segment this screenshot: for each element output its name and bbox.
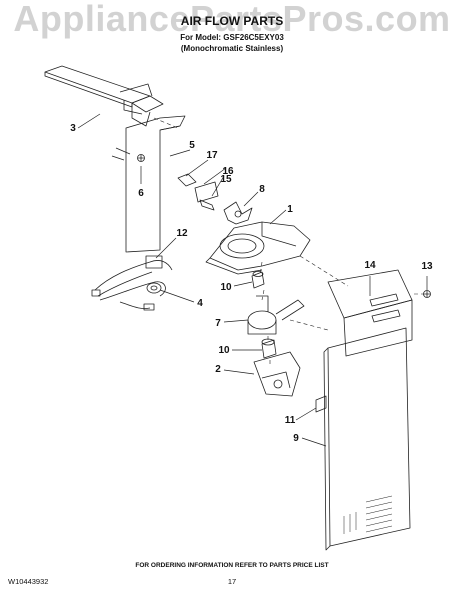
callout-3: 3 (70, 123, 76, 134)
callout-2: 2 (215, 364, 221, 375)
part-motor-mount (253, 351, 301, 397)
variant-line: (Monochromatic Stainless) (180, 44, 284, 53)
callout-4: 4 (197, 298, 203, 309)
callout-5: 5 (189, 140, 195, 151)
callout-14: 14 (364, 260, 376, 271)
callout-12: 12 (176, 228, 188, 239)
callout-17: 17 (206, 150, 218, 161)
part-fan-housing (205, 221, 311, 275)
callout-16: 16 (222, 166, 234, 177)
callout-1: 1 (287, 204, 293, 215)
part-evaporator-cover (111, 115, 186, 253)
alignment-lines (153, 117, 424, 366)
part-fan-blade (223, 201, 253, 225)
part-damper-assembly (177, 173, 219, 211)
callout-8: 8 (259, 184, 265, 195)
callout-7: 7 (215, 318, 221, 329)
callout-10: 10 (218, 345, 230, 356)
callout-11: 11 (285, 415, 296, 426)
watermark-text: AppliancePartsPros.com (13, 0, 451, 39)
part-screw-6 (137, 154, 145, 162)
model-line: For Model: GSF26C5EXY03 (180, 33, 284, 42)
callout-9: 9 (293, 433, 299, 444)
document-number: W10443932 (8, 577, 49, 586)
part-screw-13 (423, 290, 431, 298)
callout-10: 10 (220, 282, 232, 293)
part-wire-harness (91, 255, 173, 311)
part-grommet (146, 282, 162, 294)
leader-lines (77, 113, 428, 447)
part-bushing-upper (251, 271, 265, 289)
page-title: AIR FLOW PARTS (180, 14, 284, 28)
page-number: 17 (227, 577, 237, 586)
part-fan-motor (247, 295, 305, 335)
ordering-note: FOR ORDERING INFORMATION REFER TO PARTS … (135, 562, 329, 569)
callout-13: 13 (421, 261, 433, 272)
part-rear-panel (323, 327, 411, 551)
part-bushing-lower (261, 338, 277, 359)
part-air-duct-top (44, 65, 164, 127)
callout-6: 6 (138, 188, 144, 199)
callout-15: 15 (220, 174, 232, 185)
